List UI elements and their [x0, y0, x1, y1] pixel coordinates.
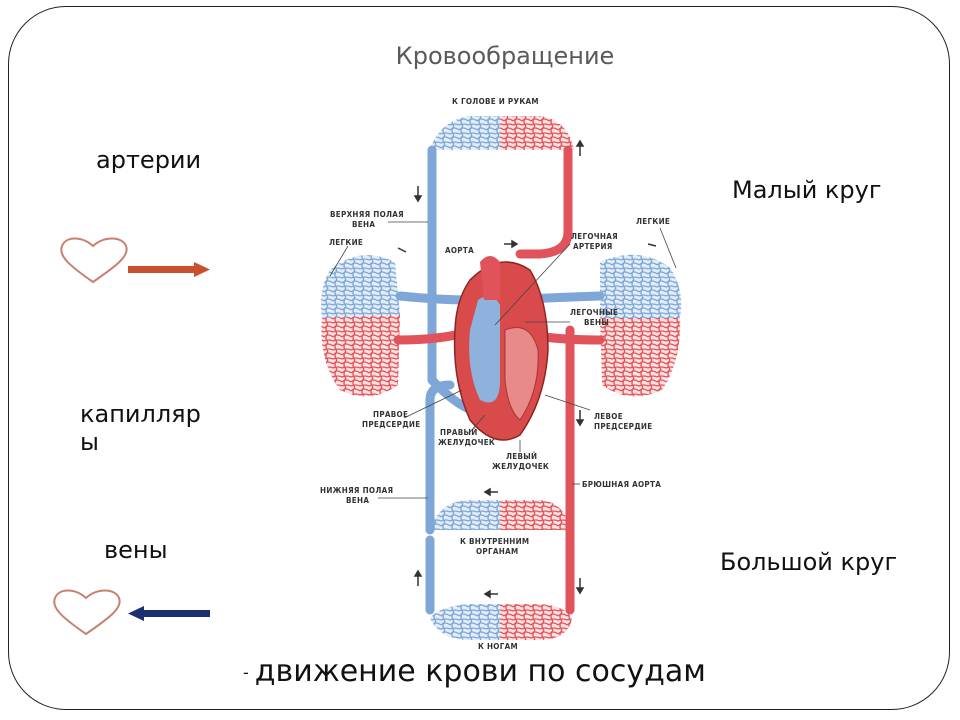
vein-arrow-icon: [128, 606, 210, 621]
legend-veins-label: вены: [104, 536, 168, 564]
label-left-atrium: ЛЕВОЕ: [594, 412, 623, 421]
label-superior-vena-2: ВЕНА: [352, 220, 376, 229]
footer-caption: -движение крови по сосудам: [243, 654, 706, 689]
legend-capillaries-line2: ы: [80, 428, 99, 456]
label-legs: К НОГАМ: [478, 642, 518, 651]
right-lung: [600, 254, 682, 397]
footer-dash: -: [243, 663, 249, 682]
label-left-ventricle-2: ЖЕЛУДОЧЕК: [492, 462, 550, 471]
small-circle-label: Малый круг: [732, 176, 882, 204]
artery-arrow-icon: [128, 262, 210, 277]
label-left-ventricle: ЛЕВЫЙ: [506, 452, 538, 461]
label-right-ventricle: ПРАВЫЙ: [440, 428, 478, 437]
organ-capillaries: [430, 500, 570, 530]
label-abdominal-aorta: БРЮШНАЯ АОРТА: [582, 480, 662, 489]
label-inferior-vena: НИЖНЯЯ ПОЛАЯ: [320, 486, 394, 495]
vein-heart-icon: [53, 589, 121, 636]
label-left-atrium-2: ПРЕДСЕРДИЕ: [594, 422, 653, 431]
label-lungs-right: ЛЕГКИЕ: [636, 217, 671, 226]
label-head: К ГОЛОВЕ И РУКАМ: [452, 97, 539, 106]
label-pulmonary-veins-2: ВЕНЫ: [584, 318, 610, 327]
label-aorta: АОРТА: [445, 246, 474, 255]
label-inferior-vena-2: ВЕНА: [346, 496, 370, 505]
heart: [453, 256, 549, 441]
label-internal-organs-2: ОРГАНАМ: [476, 547, 519, 556]
leg-capillaries: [430, 604, 572, 640]
label-leaders: [329, 221, 677, 499]
legend-arteries-label: артерии: [96, 146, 202, 174]
label-internal-organs: К ВНУТРЕННИМ: [460, 537, 530, 546]
slide-title: Кровообращение: [395, 42, 615, 70]
left-lung: [321, 255, 400, 397]
label-pulmonary-veins: ЛЕГОЧНЫЕ: [570, 308, 619, 317]
large-circle-label: Большой круг: [720, 548, 898, 576]
label-right-ventricle-2: ЖЕЛУДОЧЕК: [438, 438, 496, 447]
head-capillaries: [430, 116, 574, 150]
label-superior-vena: ВЕРХНЯЯ ПОЛАЯ: [330, 210, 404, 219]
legend-capillaries-line1: капилляр: [80, 400, 201, 428]
artery-heart-icon: [60, 237, 128, 284]
label-right-atrium: ПРАВОЕ: [373, 410, 409, 419]
footer-text: движение крови по сосудам: [254, 654, 706, 689]
label-right-atrium-2: ПРЕДСЕРДИЕ: [362, 420, 421, 429]
label-pulmonary-artery-2: АРТЕРИЯ: [573, 242, 613, 251]
legend-capillaries-label: капилляр ы: [80, 400, 201, 456]
label-pulmonary-artery: ЛЕГОЧНАЯ: [571, 232, 618, 241]
flow-arrows: [397, 139, 657, 599]
label-lungs-left: ЛЕГКИЕ: [329, 238, 364, 247]
slide-frame: [8, 6, 950, 710]
